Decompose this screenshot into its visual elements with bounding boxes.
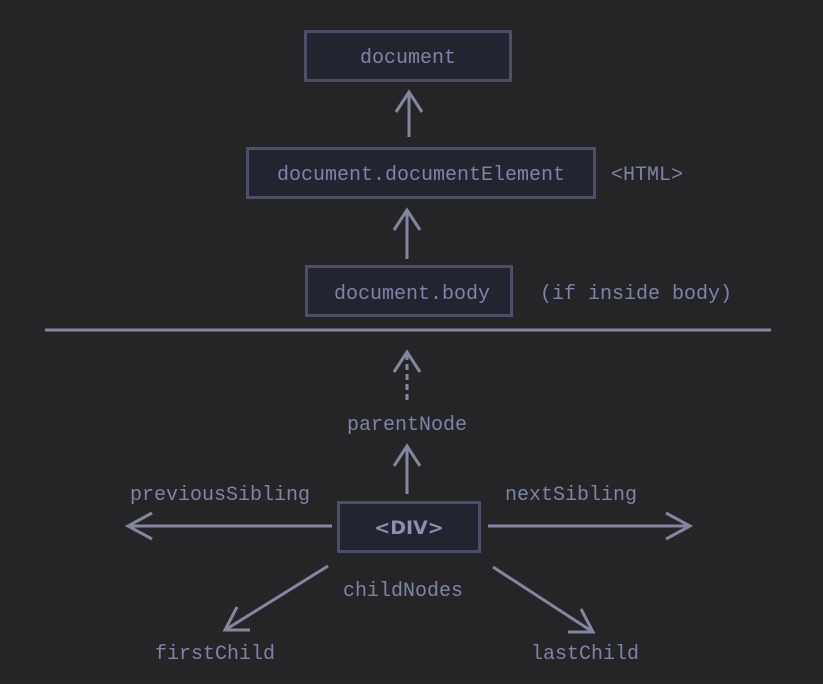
parent-node-label: parentNode [347,414,467,437]
node-body: document.body (if inside body) [305,265,732,317]
arrow-up-to-document-element [392,207,422,259]
document-label: document [360,47,456,70]
previous-sibling-label: previousSibling [130,484,310,507]
arrow-parent-node [392,443,422,494]
arrow-next-sibling [488,511,694,541]
last-child-label: lastChild [531,643,639,666]
arrow-up-to-document [394,89,424,137]
next-sibling-label: nextSibling [505,484,637,507]
html-note: <HTML> [611,164,683,187]
document-box [304,30,512,82]
div-box [337,501,481,553]
first-child-label: firstChild [155,643,275,666]
node-div: <DIV> [337,501,481,553]
arrow-first-child [222,564,329,632]
body-label: document.body [334,283,490,306]
document-element-label: document.documentElement [277,164,565,187]
body-note: (if inside body) [540,283,732,306]
node-document-element: document.documentElement <HTML> [246,147,683,199]
node-document: document [304,30,512,82]
dashed-arrow-up [392,349,422,400]
arrow-previous-sibling [124,511,332,541]
document-element-box [246,147,596,199]
body-box [305,265,513,317]
arrow-last-child [492,565,596,634]
div-label: <DIV> [374,517,443,539]
child-nodes-label: childNodes [343,580,463,603]
